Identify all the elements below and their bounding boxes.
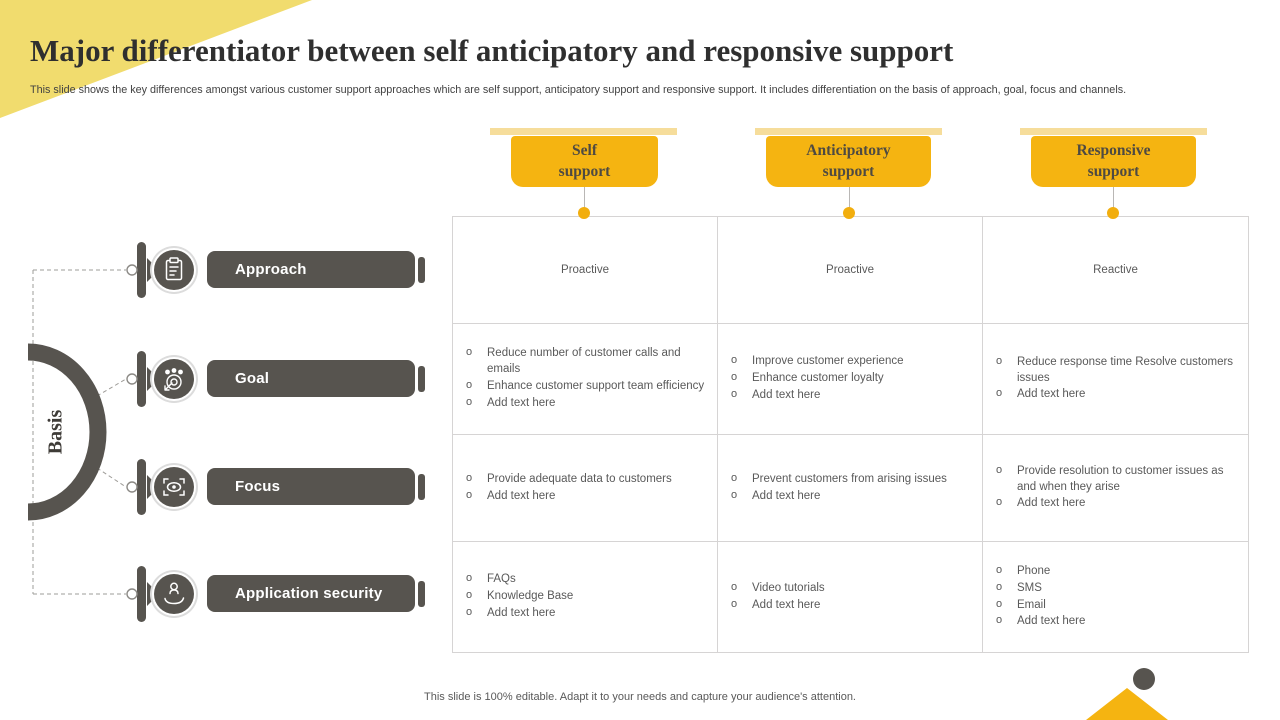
bullet-item: Enhance customer support team efficiency bbox=[461, 378, 707, 395]
bullet-item: Add text here bbox=[991, 386, 1238, 403]
row-pill-end-bar bbox=[418, 581, 425, 607]
bullet-item: Add text here bbox=[991, 495, 1238, 512]
table-cell-goal-responsive[interactable]: Reduce response time Resolve customers i… bbox=[983, 324, 1248, 435]
slide-subtitle: This slide shows the key differences amo… bbox=[30, 84, 1127, 96]
header-dot bbox=[1107, 207, 1119, 219]
bullet-item: Knowledge Base bbox=[461, 588, 707, 605]
table-cell-approach-responsive[interactable]: Reactive bbox=[983, 217, 1248, 324]
basis-axis-label: Basis bbox=[44, 409, 67, 455]
bullet-item: Phone bbox=[991, 563, 1238, 580]
table-cell-approach-anticipatory[interactable]: Proactive bbox=[718, 217, 983, 324]
row-pill-label: Focus bbox=[235, 478, 281, 495]
basis-diagram-graphics bbox=[27, 242, 198, 622]
bullet-item: Add text here bbox=[461, 395, 707, 412]
bullet-item: Add text here bbox=[461, 488, 707, 505]
header-accent-bar bbox=[755, 128, 942, 135]
table-cell-channels-anticipatory[interactable]: Video tutorials Add text here bbox=[718, 542, 983, 652]
bullet-item: Email bbox=[991, 597, 1238, 614]
bullet-item: Improve customer experience bbox=[726, 353, 972, 370]
row-marker-focus bbox=[126, 459, 198, 515]
column-header-responsive-support[interactable]: Responsive support bbox=[1031, 136, 1196, 187]
row-pill-approach[interactable]: Approach bbox=[207, 251, 415, 288]
bullet-item: Enhance customer loyalty bbox=[726, 370, 972, 387]
header-stem-line bbox=[584, 187, 585, 208]
page-title: Major differentiator between self antici… bbox=[30, 33, 954, 68]
table-cell-channels-responsive[interactable]: Phone SMS Email Add text here bbox=[983, 542, 1248, 652]
hand-person-icon bbox=[164, 582, 185, 605]
bullet-item: SMS bbox=[991, 580, 1238, 597]
dashed-connector-line bbox=[96, 467, 127, 488]
bullet-item: Add text here bbox=[461, 605, 707, 622]
cell-text: Proactive bbox=[561, 264, 609, 276]
table-cell-goal-anticipatory[interactable]: Improve customer experience Enhance cust… bbox=[718, 324, 983, 435]
dashed-connector-line bbox=[96, 378, 127, 397]
bullet-item: Provide adequate data to customers bbox=[461, 471, 707, 488]
row-pill-application-security[interactable]: Application security bbox=[207, 575, 415, 612]
corner-circle-bottom-right bbox=[1133, 668, 1155, 690]
header-dot bbox=[843, 207, 855, 219]
header-accent-bar bbox=[490, 128, 677, 135]
row-marker-application-security bbox=[126, 566, 198, 622]
table-cell-approach-self[interactable]: Proactive bbox=[453, 217, 718, 324]
basis-arc bbox=[27, 343, 107, 521]
bullet-item: Reduce number of customer calls and emai… bbox=[461, 345, 707, 378]
bullet-item: Reduce response time Resolve customers i… bbox=[991, 354, 1238, 387]
table-cell-focus-anticipatory[interactable]: Prevent customers from arising issues Ad… bbox=[718, 435, 983, 542]
comparison-table: Proactive Proactive Reactive Reduce numb… bbox=[452, 216, 1249, 653]
table-cell-channels-self[interactable]: FAQs Knowledge Base Add text here bbox=[453, 542, 718, 652]
row-marker-goal bbox=[126, 351, 198, 407]
focus-scan-icon bbox=[163, 478, 185, 496]
row-pill-label: Application security bbox=[235, 585, 383, 602]
header-accent-bar bbox=[1020, 128, 1207, 135]
table-cell-focus-self[interactable]: Provide adequate data to customers Add t… bbox=[453, 435, 718, 542]
bullet-item: Add text here bbox=[726, 597, 972, 614]
column-header-self-support[interactable]: Self support bbox=[511, 136, 658, 187]
cell-text: Reactive bbox=[1093, 264, 1138, 276]
row-pill-end-bar bbox=[418, 257, 425, 283]
column-header-anticipatory-support[interactable]: Anticipatory support bbox=[766, 136, 931, 187]
table-cell-focus-responsive[interactable]: Provide resolution to customer issues as… bbox=[983, 435, 1248, 542]
bullet-item: Add text here bbox=[726, 488, 972, 505]
row-pill-label: Goal bbox=[235, 370, 270, 387]
bullet-item: Provide resolution to customer issues as… bbox=[991, 463, 1238, 496]
slide-footer-note: This slide is 100% editable. Adapt it to… bbox=[424, 691, 856, 703]
bullet-item: Prevent customers from arising issues bbox=[726, 471, 972, 488]
header-stem-line bbox=[849, 187, 850, 208]
target-team-icon bbox=[164, 368, 183, 391]
row-pill-end-bar bbox=[418, 474, 425, 500]
row-pill-goal[interactable]: Goal bbox=[207, 360, 415, 397]
cell-text: Proactive bbox=[826, 264, 874, 276]
row-pill-label: Approach bbox=[235, 261, 307, 278]
table-cell-goal-self[interactable]: Reduce number of customer calls and emai… bbox=[453, 324, 718, 435]
header-stem-line bbox=[1113, 187, 1114, 208]
row-pill-end-bar bbox=[418, 366, 425, 392]
bullet-item: Add text here bbox=[991, 613, 1238, 630]
row-pill-focus[interactable]: Focus bbox=[207, 468, 415, 505]
bullet-item: FAQs bbox=[461, 571, 707, 588]
row-marker-approach bbox=[126, 242, 198, 298]
clipboard-icon bbox=[165, 257, 183, 281]
header-dot bbox=[578, 207, 590, 219]
bullet-item: Add text here bbox=[726, 387, 972, 404]
bullet-item: Video tutorials bbox=[726, 580, 972, 597]
